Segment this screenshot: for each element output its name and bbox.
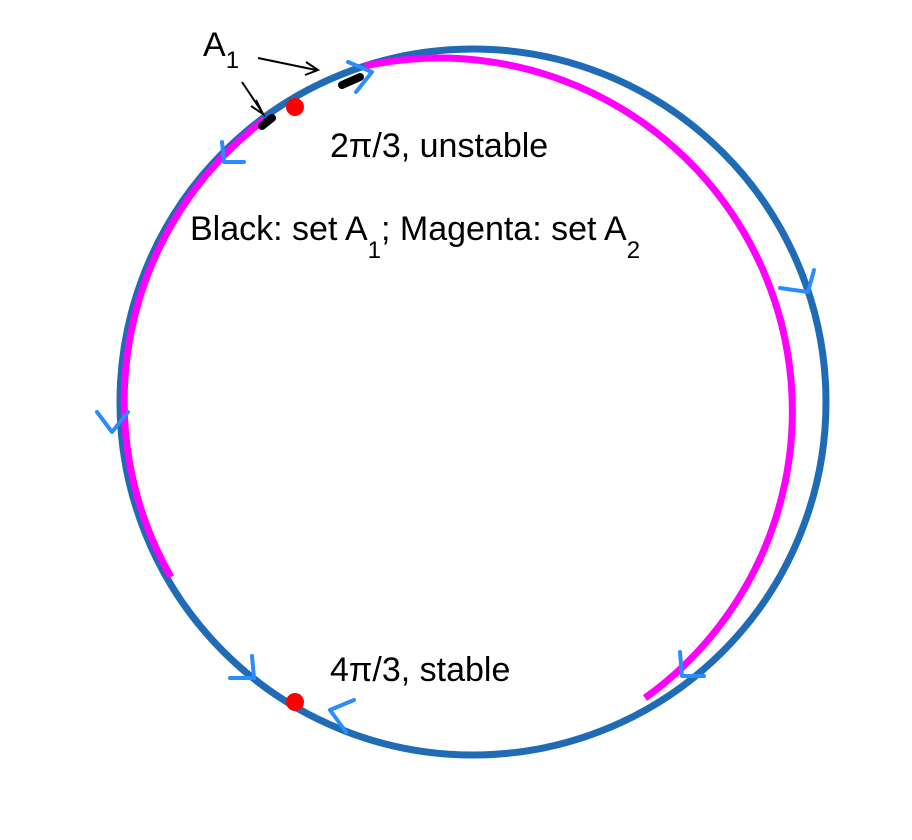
annotation-arrow-head-2 [250, 99, 266, 117]
legend-text: Black: set A1; Magenta: set A2 [190, 210, 640, 264]
flow-arrow-top [346, 60, 374, 94]
flow-arrow-lower-right [678, 650, 706, 678]
annotation-arrow-head-1 [304, 61, 321, 76]
unstable-equilibrium-dot [286, 98, 304, 116]
flow-arrow-right [778, 268, 816, 294]
flow-arrow-lower-left [228, 654, 256, 680]
flow-arrow-upper-left [220, 140, 246, 164]
set-a2-arc-right [364, 54, 796, 701]
set-a2-arc-left [120, 117, 267, 579]
flow-arrow-bottom [328, 698, 356, 734]
phase-circle [116, 45, 830, 759]
set-a1-segment-2 [338, 73, 364, 89]
annotation-arrow-to-top-segment [257, 57, 317, 71]
unstable-point-label: 2π/3, unstable [330, 127, 548, 165]
flow-arrow-left [95, 410, 130, 434]
a1-annotation-label: A1 [203, 26, 239, 74]
stable-point-label: 4π/3, stable [330, 651, 510, 689]
set-a1-segment-1 [258, 114, 276, 130]
stable-equilibrium-dot [286, 693, 304, 711]
